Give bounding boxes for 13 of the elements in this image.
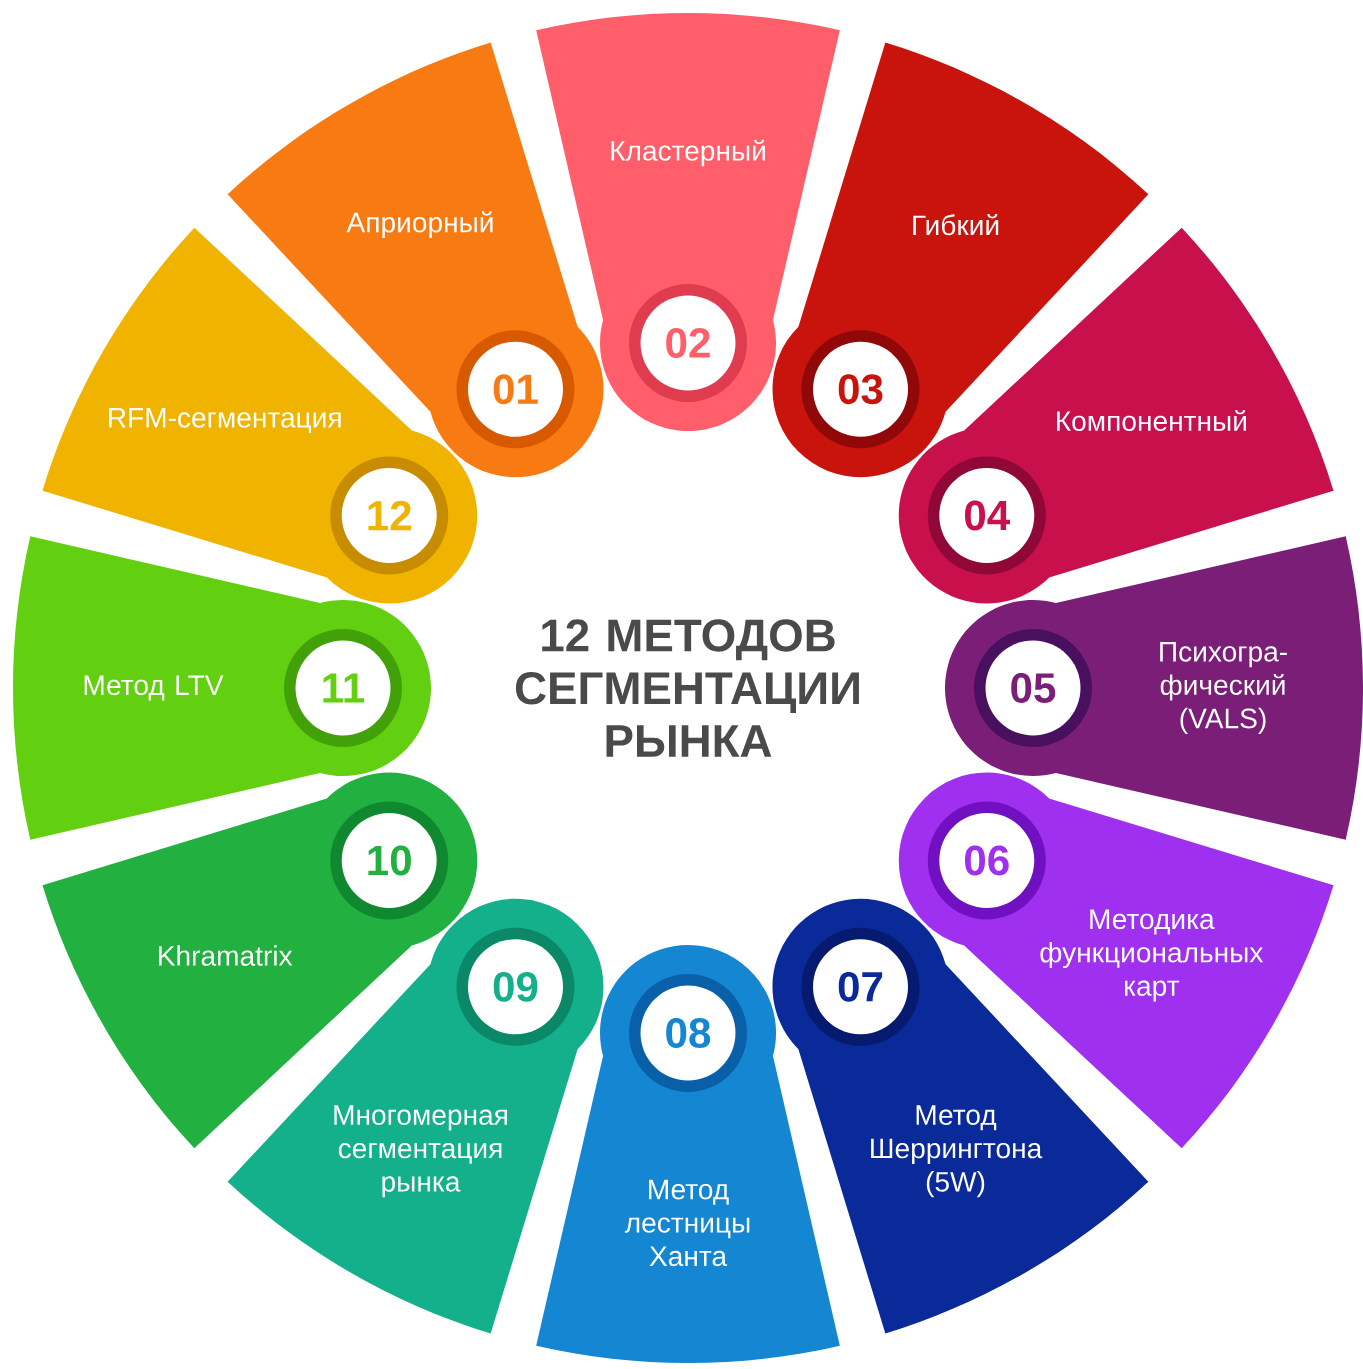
number-badge: 03 [801, 330, 920, 449]
number-badge: 01 [456, 330, 575, 449]
number-badge: 08 [629, 974, 747, 1092]
number-badge: 09 [456, 927, 575, 1046]
title: 12 МЕТОДОВ СЕГМЕНТАЦИИ РЫНКА [515, 619, 859, 757]
number-badge: 12 [330, 456, 449, 575]
number-badge: 04 [927, 456, 1046, 575]
number-badge: 07 [801, 927, 920, 1046]
number-badge: 11 [284, 629, 402, 747]
number-badge: 02 [629, 284, 747, 402]
number-badge: 10 [330, 801, 449, 920]
number-badge: 06 [927, 801, 1046, 920]
number-badge: 05 [974, 629, 1092, 747]
